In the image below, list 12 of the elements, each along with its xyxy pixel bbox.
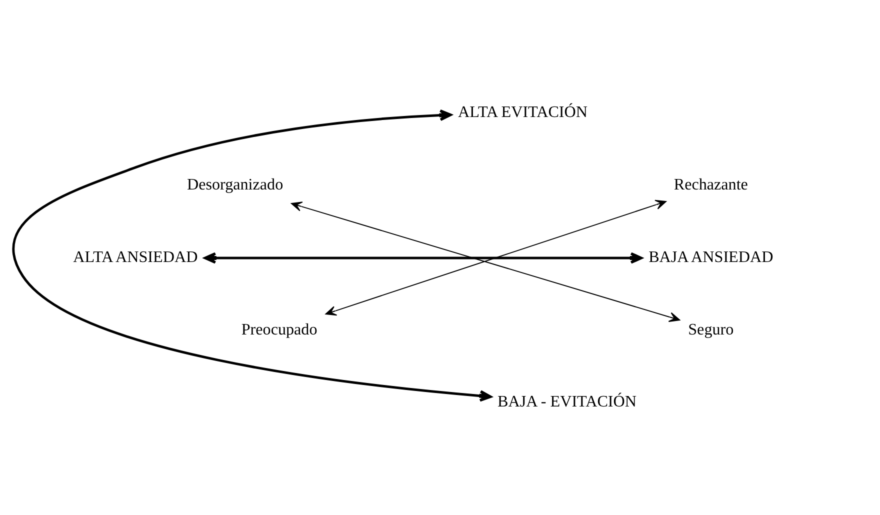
node-text: BAJA ANSIEDAD xyxy=(648,248,774,266)
node-text: Seguro xyxy=(688,320,734,338)
arrow xyxy=(204,252,643,264)
arrow xyxy=(291,201,680,322)
node-text: Desorganizado xyxy=(186,176,284,193)
node-text: Rechazante xyxy=(674,176,748,193)
arrow xyxy=(12,108,492,402)
node-text: BAJA - EVITACIÓN xyxy=(498,393,637,410)
node-text: Preocupado xyxy=(241,320,318,338)
node-text: ALTA EVITACIÓN xyxy=(458,103,588,120)
arrow xyxy=(325,199,666,316)
node-text: ALTA ANSIEDAD xyxy=(73,248,198,266)
